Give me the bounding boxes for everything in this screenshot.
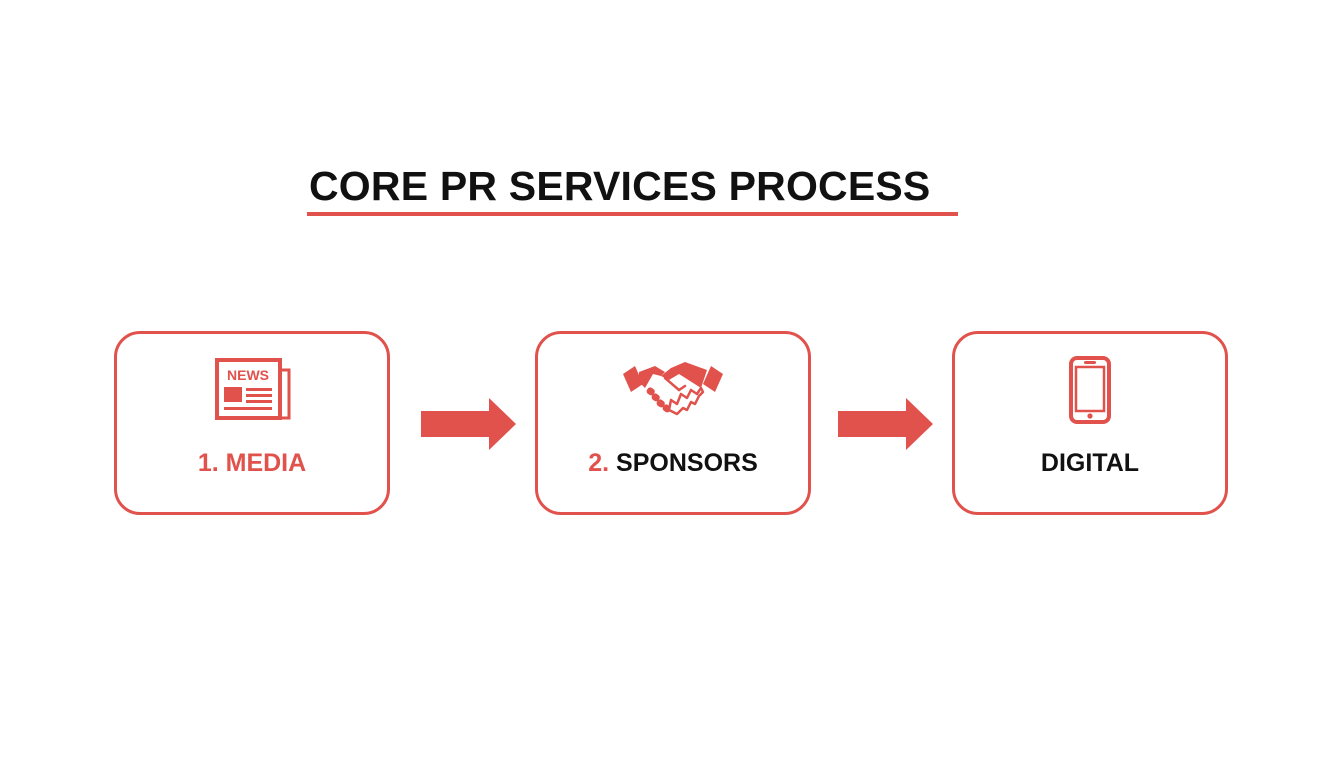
smartphone-icon xyxy=(1069,356,1111,429)
step-sponsors-label: 2. SPONSORS xyxy=(538,448,808,478)
newspaper-icon-text: NEWS xyxy=(227,367,269,383)
step-digital-label: DIGITAL xyxy=(955,448,1225,478)
page-title: CORE PR SERVICES PROCESS xyxy=(309,163,931,209)
title-underline xyxy=(307,212,958,216)
step-media-label: 1. MEDIA xyxy=(117,448,387,478)
step-media-box: NEWS 1. MEDIA xyxy=(114,331,390,515)
handshake-icon xyxy=(621,354,725,425)
newspaper-icon: NEWS xyxy=(212,356,292,427)
step-title: MEDIA xyxy=(225,449,307,477)
arrow-right-icon xyxy=(421,398,517,455)
step-number: 1. xyxy=(197,449,219,477)
step-title: DIGITAL xyxy=(1040,449,1140,477)
step-number: 2. xyxy=(588,449,610,477)
step-digital-box: DIGITAL xyxy=(952,331,1228,515)
arrow-right-icon xyxy=(838,398,934,455)
step-title: SPONSORS xyxy=(616,449,758,477)
step-sponsors-box: 2. SPONSORS xyxy=(535,331,811,515)
